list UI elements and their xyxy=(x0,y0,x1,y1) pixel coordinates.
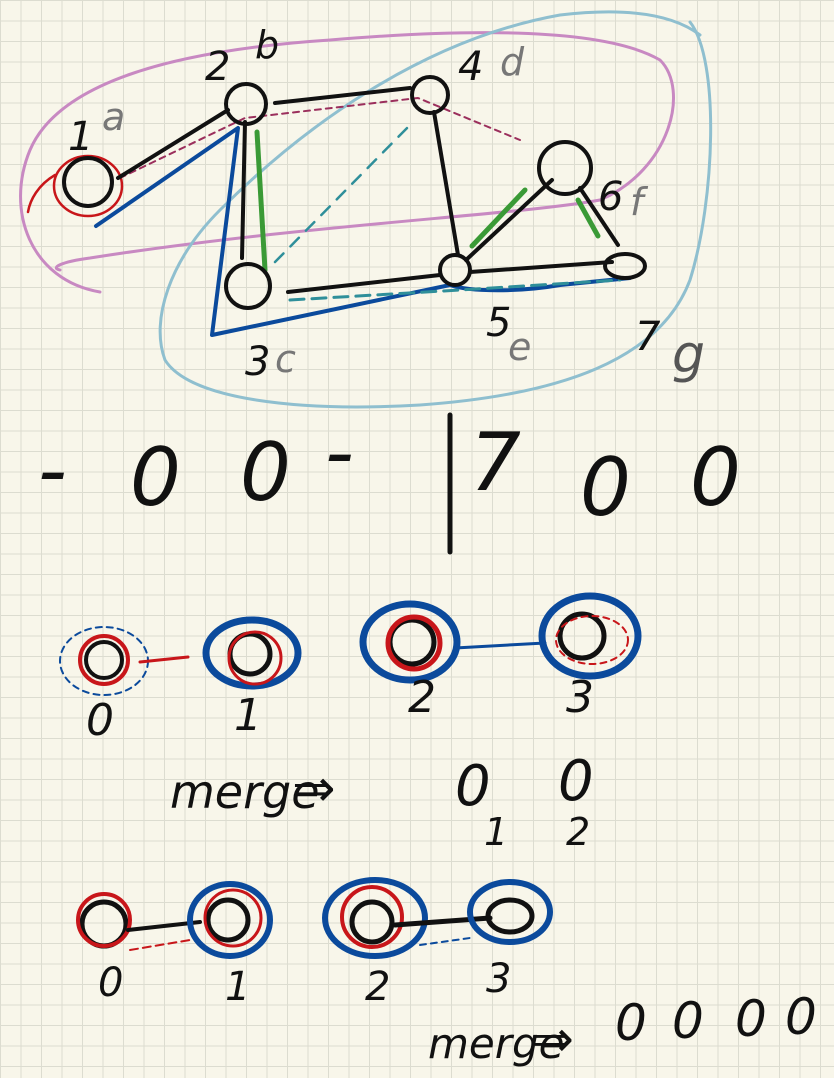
node-c xyxy=(224,262,272,310)
step2-label-3: 3 xyxy=(486,956,511,1002)
node-a xyxy=(62,156,114,208)
node-g xyxy=(603,252,647,280)
node-b-letter: b xyxy=(255,23,279,67)
graph-edges xyxy=(116,86,620,294)
step2-node-1 xyxy=(205,897,251,943)
node-b xyxy=(224,82,268,126)
step1-blue-link-2-3 xyxy=(453,641,547,650)
step1-result-1-value: 0 xyxy=(558,749,594,814)
green-mark-fg xyxy=(575,197,601,239)
light-blue-enclosure-loop xyxy=(158,10,713,409)
step2-red-ring-0 xyxy=(76,892,132,948)
node-e xyxy=(438,253,472,287)
step2-red-ring-2 xyxy=(340,885,404,949)
teal-dashed-bottom xyxy=(288,278,622,302)
step2-blue-ring-3 xyxy=(467,879,553,945)
step2-red-ring-1 xyxy=(203,888,263,948)
step2-blue-dashed-link xyxy=(419,937,471,946)
bitmask-right-2: 0 xyxy=(690,431,741,524)
step1-red-link-0-1 xyxy=(138,655,190,664)
node-f-number: 6 xyxy=(598,174,623,220)
node-g-letter: g xyxy=(672,325,705,385)
step2-result-1: 0 xyxy=(672,992,704,1050)
step2-merge-arrow: ⇒ xyxy=(532,1010,574,1068)
node-f xyxy=(537,140,593,196)
step1-result-0-index: 1 xyxy=(484,810,508,854)
node-e-number: 5 xyxy=(486,300,511,346)
step1-label-2: 2 xyxy=(408,672,436,723)
edge-a-b xyxy=(116,108,230,180)
bitmask-right-1: 0 xyxy=(580,441,631,534)
step1-red-ring-0 xyxy=(78,634,130,686)
step2-merge-word: merge xyxy=(428,1019,565,1068)
step1-red-ring-1 xyxy=(227,630,283,686)
node-b-number: 2 xyxy=(205,44,230,90)
step1-label-1: 1 xyxy=(234,690,262,741)
edge-d-e xyxy=(432,110,460,257)
edge-e-g xyxy=(468,260,614,274)
step1-node-3 xyxy=(557,611,607,661)
step2-nodes xyxy=(76,877,553,959)
step1-result-0-value: 0 xyxy=(455,754,491,819)
step2-node-2 xyxy=(349,899,395,945)
step1-node-0 xyxy=(84,640,124,680)
bitmask-right-0: 7 xyxy=(470,416,521,509)
edge-b-d xyxy=(273,86,412,105)
edge-e-f xyxy=(464,178,554,262)
step2-label-0: 0 xyxy=(98,960,123,1006)
edge-b-c xyxy=(240,120,247,260)
edge-c-e xyxy=(286,273,442,294)
teal-dashed-line xyxy=(273,123,412,264)
node-c-number: 3 xyxy=(245,339,270,385)
step1-merge-word: merge xyxy=(170,765,320,819)
step2-blue-ring-1 xyxy=(187,881,273,959)
step2-blue-ring-2 xyxy=(322,877,428,959)
step2-node-3 xyxy=(485,897,535,935)
step1-red-dashed-ring-3 xyxy=(555,615,629,665)
node-e-letter: e xyxy=(508,325,531,369)
green-mark-ef xyxy=(469,187,528,249)
bitmask-left-0: - xyxy=(38,424,67,517)
node-d xyxy=(410,75,450,115)
step1-result-1-index: 2 xyxy=(566,810,590,854)
edge-f-g xyxy=(578,186,620,247)
step1-blue-ring-1 xyxy=(202,616,302,690)
step1-blue-ring-2 xyxy=(359,600,461,684)
step2-label-1: 1 xyxy=(225,964,250,1010)
red-tail-node-a xyxy=(26,173,57,214)
bitmask-left-2: 0 xyxy=(240,426,291,519)
node-a-letter: a xyxy=(102,95,125,139)
step2-result-2: 0 xyxy=(735,990,767,1048)
step2-result-3: 0 xyxy=(785,988,817,1046)
step1-blue-ring-3 xyxy=(538,592,642,680)
node-g-number: 7 xyxy=(635,314,661,360)
step1-label-3: 3 xyxy=(566,672,594,723)
green-mark-bc xyxy=(254,129,268,273)
step2-result-0: 0 xyxy=(615,994,647,1052)
node-c-letter: c xyxy=(275,337,296,381)
blue-path-stroke xyxy=(94,126,632,337)
pink-enclosure-loop xyxy=(19,31,675,294)
bitmask-left-1: 0 xyxy=(130,431,181,524)
step1-red-ring-2 xyxy=(385,614,443,672)
step1-merge-arrow: ⇒ xyxy=(292,759,336,819)
step2-label-2: 2 xyxy=(365,964,390,1010)
node-d-letter: d xyxy=(500,40,525,84)
node-a-number: 1 xyxy=(68,114,93,160)
step1-label-0: 0 xyxy=(86,695,114,746)
step2-red-dashed-link xyxy=(129,939,191,951)
node-f-letter: f xyxy=(630,180,649,224)
step1-nodes xyxy=(59,592,642,696)
maroon-dashed-line xyxy=(119,97,521,179)
node-d-number: 4 xyxy=(458,44,483,90)
bitmask-left-3: - xyxy=(325,406,354,499)
